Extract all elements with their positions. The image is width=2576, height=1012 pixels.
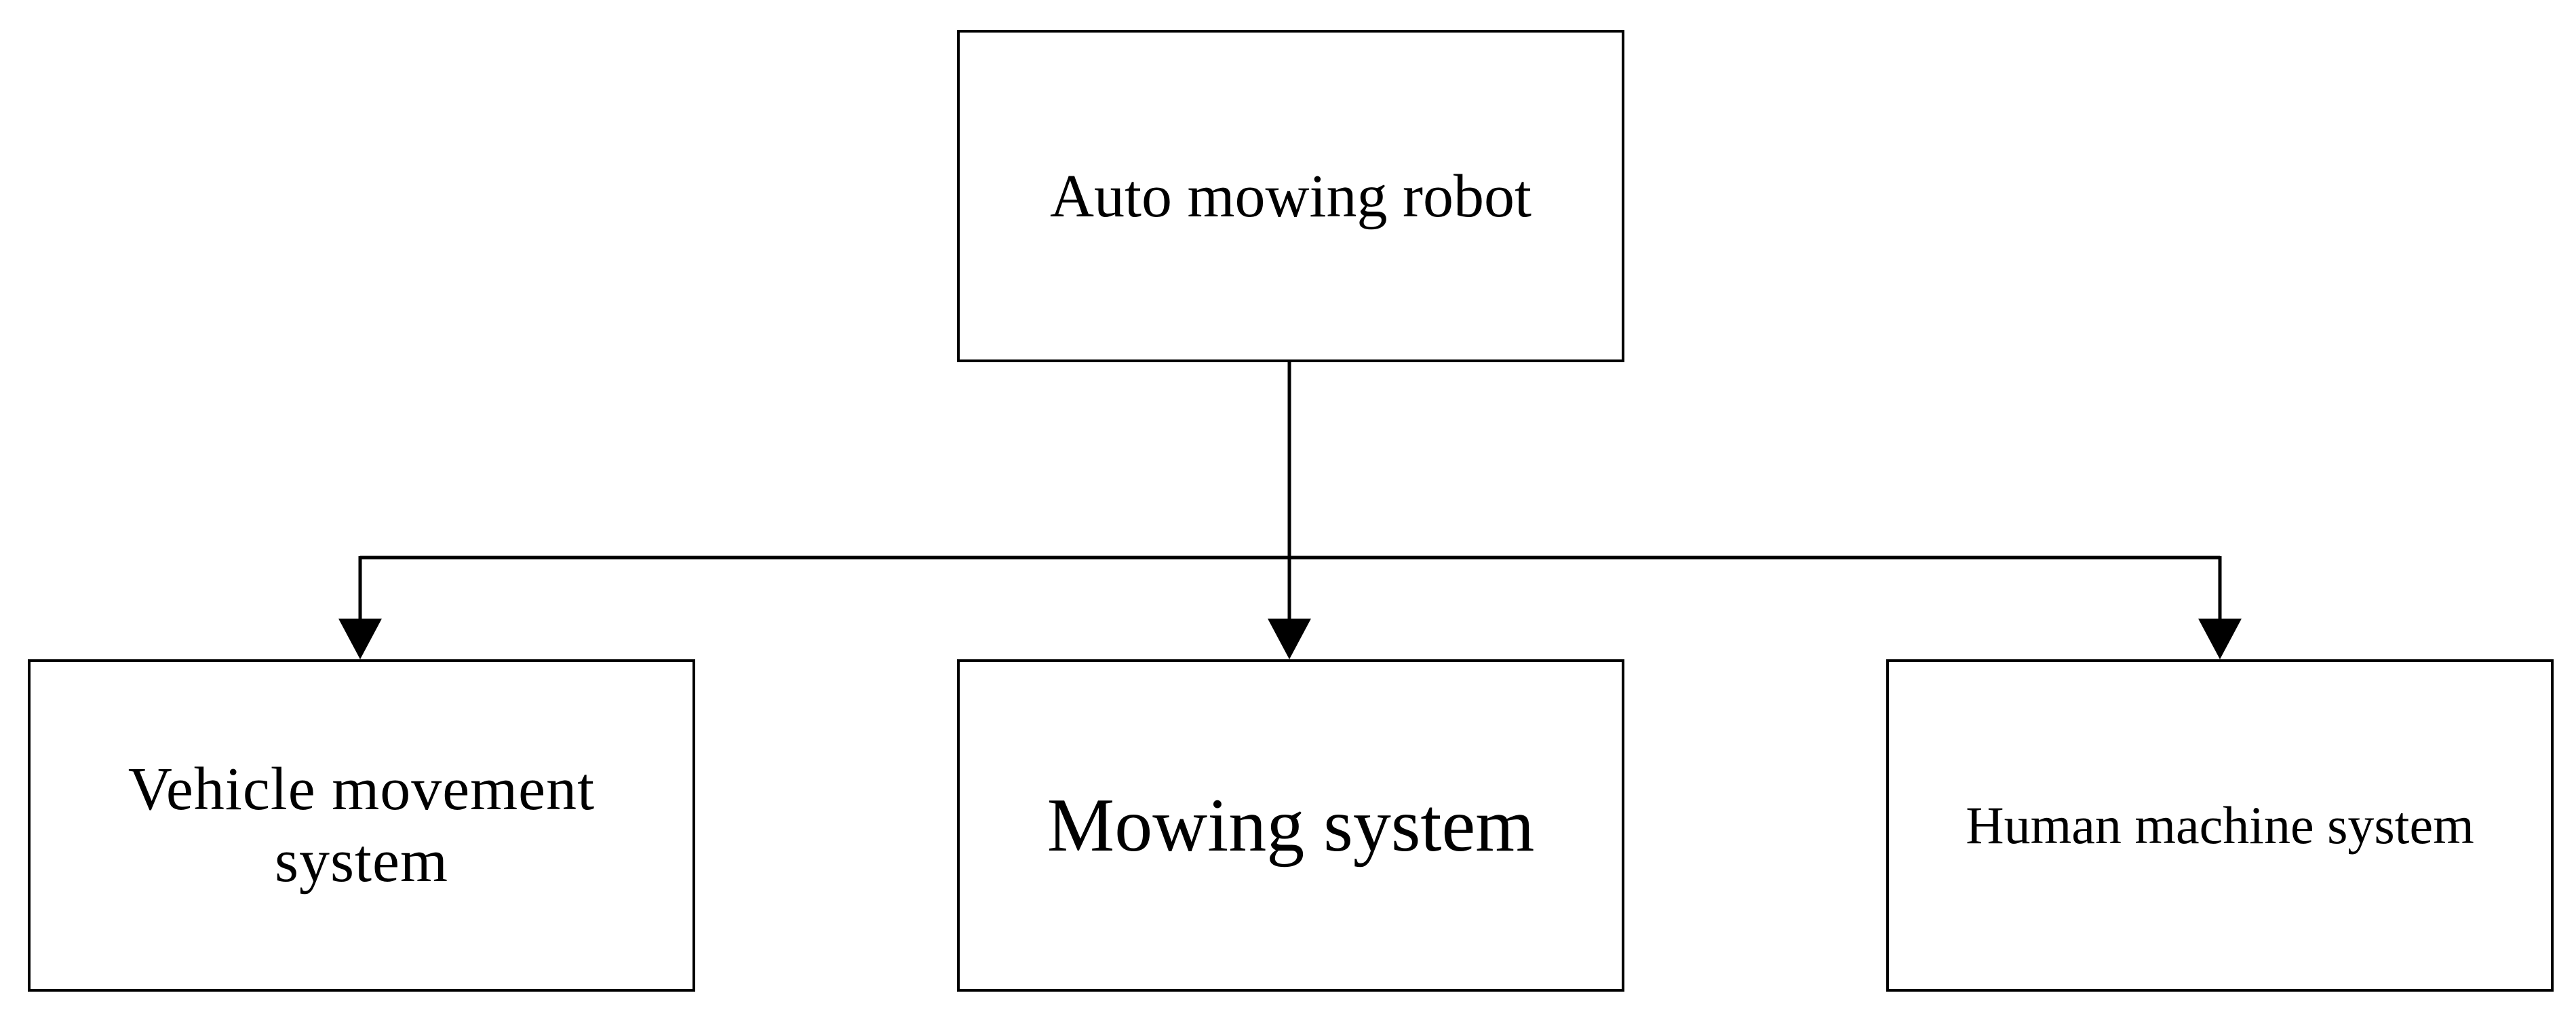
- arrowhead-vehicle: [338, 619, 382, 659]
- root-node-label: Auto mowing robot: [1050, 162, 1531, 230]
- child-node-label-vehicle-movement: Vehicle movement system: [128, 755, 596, 895]
- child-node-mowing: Mowing system: [957, 659, 1624, 992]
- child-node-label-mowing: Mowing system: [1047, 783, 1535, 868]
- root-node-box: Auto mowing robot: [957, 30, 1624, 362]
- child-node-label-human-machine: Human machine system: [1966, 796, 2474, 855]
- arrowhead-mowing: [1268, 619, 1311, 659]
- arrowhead-human: [2198, 619, 2242, 659]
- child-node-vehicle-movement: Vehicle movement system: [28, 659, 695, 992]
- child-node-human-machine: Human machine system: [1886, 659, 2554, 992]
